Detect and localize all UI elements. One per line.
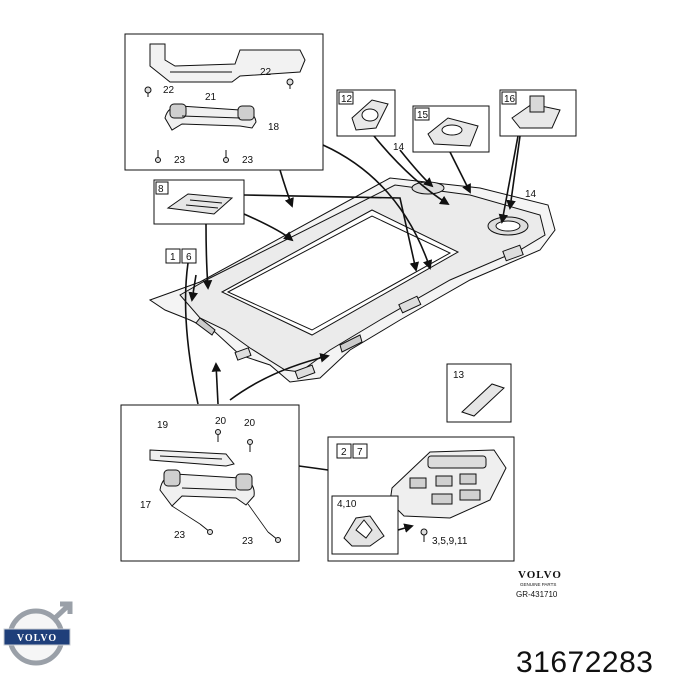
bracket-21	[149, 43, 306, 83]
volvo-logo: VOLVO	[3, 601, 73, 666]
screw-23-rear-left	[199, 523, 213, 535]
clip-16	[511, 95, 561, 129]
callout-box-1-6: 1 6	[165, 248, 197, 264]
callout-12: 12	[341, 94, 353, 105]
box-part-16: 16	[499, 89, 577, 137]
screw-20-left	[215, 429, 221, 442]
brand-subtitle: GENUINE PARTS	[520, 582, 556, 587]
screw-3-5-9-11	[420, 528, 428, 542]
pad-8	[166, 193, 234, 215]
box-part-13: 13	[446, 363, 512, 423]
callout-16: 16	[504, 94, 516, 105]
screw-22-left	[144, 86, 152, 97]
screw-23-right	[223, 150, 229, 163]
callout-8: 8	[158, 184, 164, 195]
callout-23-rear-right: 23	[242, 536, 254, 547]
screw-23-rear-right	[267, 531, 281, 543]
callout-23-left: 23	[174, 155, 186, 166]
callout-4-10: 4,10	[337, 499, 357, 510]
console-assembly	[389, 449, 507, 519]
callout-19: 19	[157, 420, 169, 431]
callout-14-right: 14	[525, 189, 537, 200]
bracket-19	[149, 449, 235, 467]
callout-2: 2	[341, 447, 347, 458]
brand-block: VOLVO GENUINE PARTS GR-431710	[516, 569, 562, 599]
box-overhead-console: 2 7 4,10 3,5,9,11	[327, 436, 515, 562]
drawing-code: GR-431710	[516, 590, 558, 599]
screw-22-right	[286, 78, 294, 89]
headliner-panel	[148, 177, 556, 383]
grab-handle-17	[159, 469, 255, 507]
callout-6: 6	[186, 252, 192, 263]
callout-3-5-9-11: 3,5,9,11	[432, 536, 468, 547]
callout-23-right: 23	[242, 155, 254, 166]
callout-1: 1	[170, 252, 176, 263]
callout-17: 17	[140, 500, 152, 511]
box-rear-grab-handle: 19 20 20 17 23 23	[120, 404, 300, 562]
callout-20-right: 20	[244, 418, 256, 429]
box-part-15: 15	[412, 105, 490, 153]
grab-handle-18	[164, 103, 257, 131]
tape-13	[461, 383, 505, 417]
screw-23-left	[155, 150, 161, 163]
box-part-8: 8	[153, 179, 245, 225]
leader-lines	[184, 135, 521, 533]
callout-23-rear-left: 23	[174, 530, 186, 541]
callout-18: 18	[268, 122, 280, 133]
part-number: 31672283	[516, 646, 654, 679]
callout-22-right: 22	[260, 67, 272, 78]
callout-22-left: 22	[163, 85, 175, 96]
callout-20-left: 20	[215, 416, 227, 427]
screw-20-right	[247, 439, 253, 452]
box-front-grab-handle: 22 22 21 18 23 23	[124, 33, 324, 171]
clip-12	[351, 99, 389, 131]
volvo-logo-text: VOLVO	[17, 633, 57, 644]
callout-15: 15	[417, 110, 429, 121]
lamp-4-10	[343, 515, 385, 547]
callout-7: 7	[357, 447, 363, 458]
callout-13: 13	[453, 370, 465, 381]
clip-15	[427, 117, 479, 147]
brand-wordmark: VOLVO	[518, 569, 562, 581]
callout-14-left: 14	[393, 142, 405, 153]
callout-21: 21	[205, 92, 217, 103]
box-part-12: 12	[336, 89, 396, 137]
